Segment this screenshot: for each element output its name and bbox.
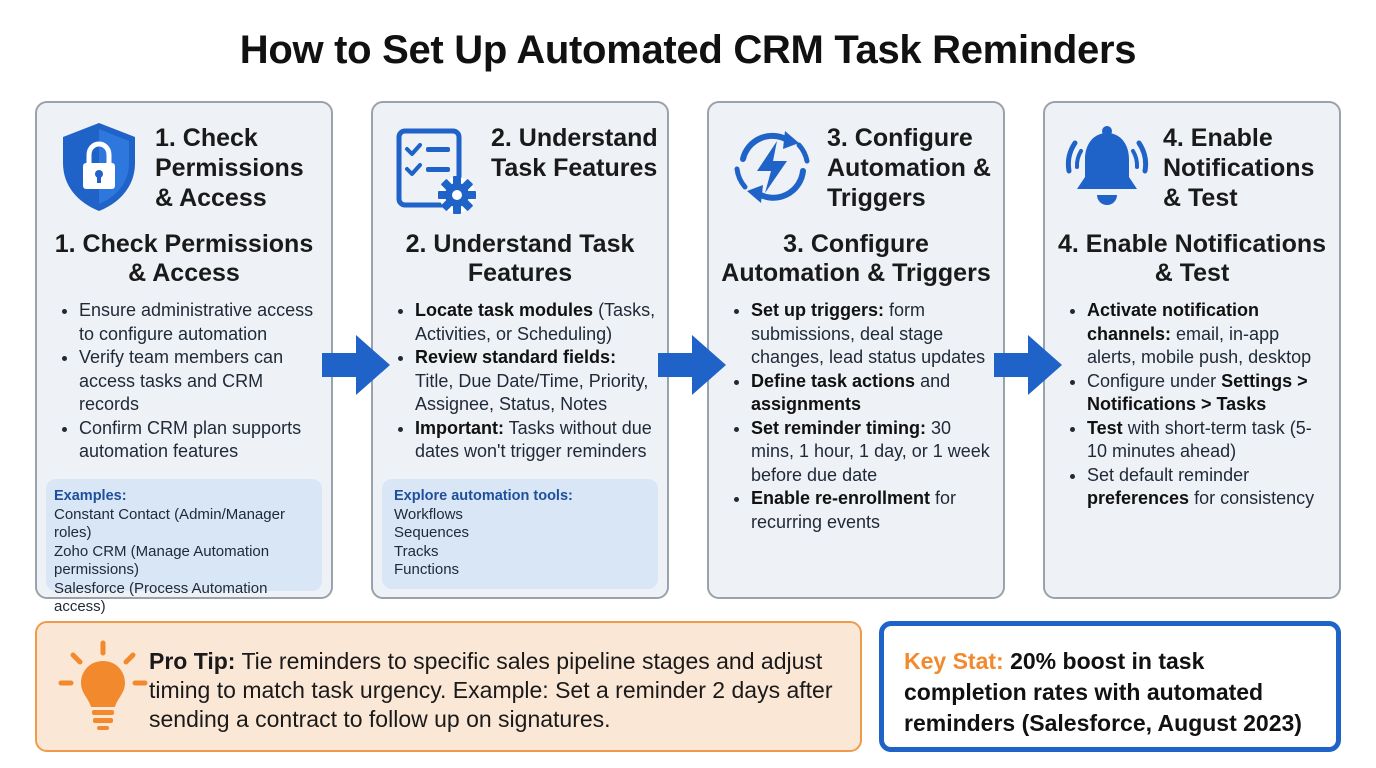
tool-line: Functions [394, 561, 460, 578]
step-title: 3. Configure Automation & Triggers [721, 230, 991, 287]
step-title: 4. Enable Notifications & Test [1057, 230, 1327, 287]
step-bullet-list: Locate task modules (Tasks, Activities, … [395, 299, 657, 464]
bullet-item: Configure under Settings > Notifications… [1067, 370, 1329, 417]
step-header-label: 2. Understand Task Features [491, 124, 658, 182]
example-line: Constant Contact (Admin/Manager roles) [54, 505, 285, 542]
pro-tip-label: Pro Tip: [149, 648, 236, 674]
bullet-item: Set reminder timing: 30 mins, 1 hour, 1 … [731, 417, 993, 488]
bullet-item: Review standard fields: Title, Due Date/… [395, 346, 657, 417]
bullet-item: Enable re-enrollment for recurring event… [731, 487, 993, 534]
bullet-item: Ensure administrative access to configur… [59, 299, 321, 346]
automation-tools-box: Explore automation tools: Workflows Sequ… [382, 479, 658, 589]
bullet-item: Locate task modules (Tasks, Activities, … [395, 299, 657, 346]
step-header-label: 4. Enable Notifications & Test [1163, 124, 1315, 212]
bullet-item: Important: Tasks without due dates won't… [395, 417, 657, 464]
step-bullet-list: Ensure administrative access to configur… [59, 299, 321, 464]
example-line: Zoho CRM (Manage Automation permissions) [54, 542, 270, 579]
tool-line: Tracks [394, 542, 439, 560]
automation-tools-title: Explore automation tools: [394, 488, 573, 504]
flow-arrow-icon [994, 335, 1062, 395]
step-header-label: 1. Check Permissions & Access [155, 124, 304, 212]
key-stat-label: Key Stat: [904, 648, 1004, 674]
step-bullet-list: Set up triggers: form submissions, deal … [731, 299, 993, 534]
step-card-4: 4. Enable Notifications & Test 4. Enable… [1043, 101, 1341, 599]
bullet-item: Set default reminder preferences for con… [1067, 464, 1329, 511]
bell-ringing-icon [1065, 126, 1149, 205]
bullet-item: Confirm CRM plan supports automation fea… [59, 417, 321, 464]
step-card-2: 2. Understand Task Features 2. Understan… [371, 101, 669, 599]
lightning-cycle-icon [734, 131, 810, 203]
tool-line: Workflows [394, 505, 463, 523]
key-stat-text: Key Stat: 20% boost in task completion r… [904, 648, 1302, 736]
flow-arrow-icon [322, 335, 390, 395]
step-title: 1. Check Permissions & Access [54, 230, 314, 287]
shield-lock-icon [63, 123, 135, 211]
step-bullet-list: Activate notification channels: email, i… [1067, 299, 1329, 511]
tool-line: Sequences [394, 524, 470, 541]
bullet-item: Define task actions and assignments [731, 370, 993, 417]
bullet-item: Set up triggers: form submissions, deal … [731, 299, 993, 370]
bullet-item: Activate notification channels: email, i… [1067, 299, 1329, 370]
step-card-header: 2. Understand Task Features [373, 103, 667, 221]
step-header-label: 3. Configure Automation & Triggers [827, 124, 991, 212]
lightbulb-icon [58, 640, 148, 730]
pro-tip-text: Pro Tip: Tie reminders to specific sales… [149, 648, 833, 732]
page-title: How to Set Up Automated CRM Task Reminde… [239, 28, 1137, 72]
key-stat-box: Key Stat: 20% boost in task completion r… [879, 621, 1341, 752]
step-card-3: 3. Configure Automation & Triggers 3. Co… [707, 101, 1005, 599]
bullet-item: Test with short-term task (5-10 minutes … [1067, 417, 1329, 464]
examples-box: Examples: Constant Contact (Admin/Manage… [46, 479, 322, 615]
step-card-header: 4. Enable Notifications & Test [1045, 103, 1339, 221]
pro-tip-box: Pro Tip: Tie reminders to specific sales… [35, 621, 862, 752]
flow-arrow-icon [658, 335, 726, 395]
step-card-1: 1. Check Permissions & Access 1. Check P… [35, 101, 333, 615]
step-title: 2. Understand Task Features [405, 230, 635, 287]
examples-title: Examples: [54, 488, 127, 504]
step-card-header: 1. Check Permissions & Access [37, 103, 331, 221]
example-line: Salesforce (Process Automation access) [54, 579, 268, 616]
step-card-header: 3. Configure Automation & Triggers [709, 103, 1003, 221]
bullet-item: Verify team members can access tasks and… [59, 346, 321, 417]
checklist-gear-icon [396, 128, 476, 214]
